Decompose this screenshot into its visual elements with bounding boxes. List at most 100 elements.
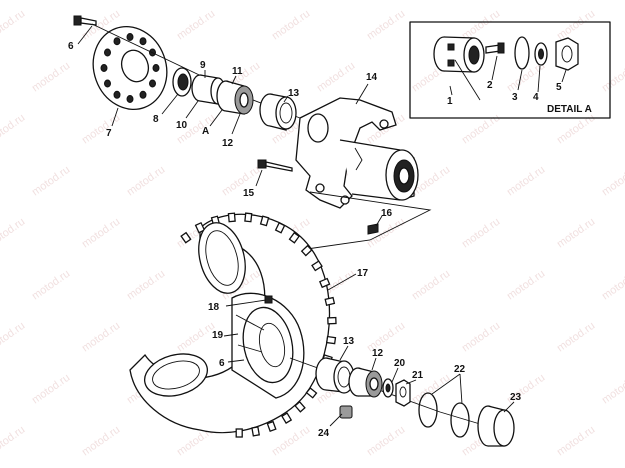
tread-block	[274, 222, 286, 234]
tread-block	[300, 244, 313, 257]
watermark-text: motod.ru	[0, 112, 27, 147]
detail-part-4	[534, 42, 548, 66]
callout-6-bottom: 6	[219, 358, 225, 369]
detail-a-label: DETAIL A	[547, 104, 592, 115]
tread-block	[305, 387, 318, 399]
watermark-text: motod.ru	[30, 372, 72, 407]
race-part-13-top	[259, 93, 297, 131]
watermark-text: motod.ru	[600, 268, 625, 303]
callout-9: 9	[200, 60, 206, 71]
watermark-text: motod.ru	[30, 268, 72, 303]
watermark-text: motod.ru	[505, 164, 547, 199]
watermark-text: motod.ru	[125, 268, 167, 303]
bearing-part-12-bottom	[348, 367, 383, 398]
tread-block	[235, 428, 243, 438]
disc-hole	[113, 90, 121, 99]
tread-block	[324, 296, 336, 307]
watermark-text: motod.ru	[80, 112, 122, 147]
watermark-text: motod.ru	[555, 112, 597, 147]
watermark-text: motod.ru	[600, 372, 625, 407]
fitting-part-16	[367, 223, 379, 235]
leader-lines	[77, 25, 567, 427]
watermark-text: motod.ru	[505, 268, 547, 303]
callout-12-top: 12	[222, 138, 234, 149]
disc-hole	[152, 64, 160, 72]
tread-block	[294, 400, 306, 413]
callout-18: 18	[208, 302, 220, 313]
tread-block	[194, 221, 206, 234]
tread-block	[244, 212, 253, 223]
detail-part-3	[514, 36, 530, 70]
tread-block	[311, 260, 323, 272]
disc-hole	[100, 64, 108, 72]
callout-23: 23	[510, 392, 522, 403]
callout-6-top: 6	[68, 41, 74, 52]
tread-block	[251, 426, 261, 437]
watermark-text: motod.ru	[600, 164, 625, 199]
callout-8: 8	[153, 114, 159, 125]
hub-part-14	[295, 97, 419, 209]
disc-hole	[149, 79, 156, 88]
watermark-text: motod.ru	[175, 8, 217, 43]
disc-hole	[139, 37, 147, 46]
disc-hole	[139, 90, 147, 99]
watermark-text: motod.ru	[555, 320, 597, 355]
watermark-text: motod.ru	[365, 424, 407, 459]
watermark-text: motod.ru	[0, 320, 27, 355]
callout-15: 15	[243, 188, 255, 199]
detail-part-2	[485, 42, 505, 54]
watermark-text: motod.ru	[600, 60, 625, 95]
watermark-text: motod.ru	[175, 320, 217, 355]
callout-14: 14	[366, 72, 378, 83]
disc-hole	[113, 37, 121, 46]
callout-10: 10	[176, 120, 188, 131]
callout-5: 5	[556, 82, 562, 93]
cap-part-23	[477, 405, 515, 447]
callout-labels: 1 2 3 4 5 6 7 8 9 10 11 A 12 13 14 15 16…	[68, 41, 592, 439]
callout-20: 20	[394, 358, 406, 369]
callout-17: 17	[357, 268, 369, 279]
watermark-text: motod.ru	[555, 8, 597, 43]
tread-block	[327, 316, 337, 325]
callout-19: 19	[212, 330, 224, 341]
tread-block	[325, 335, 337, 345]
tread-block	[266, 420, 277, 433]
disc-hole	[104, 79, 111, 88]
brake-disc-part-7	[92, 26, 168, 110]
tread-block	[281, 412, 293, 424]
watermark-text: motod.ru	[80, 216, 122, 251]
watermark-text: motod.ru	[460, 112, 502, 147]
callout-11: 11	[232, 66, 243, 77]
callout-16: 16	[381, 208, 393, 219]
tread-block	[259, 215, 270, 227]
nut-part-21	[395, 379, 411, 407]
watermark-text: motod.ru	[125, 164, 167, 199]
tread-block	[227, 212, 236, 223]
watermark-text: motod.ru	[0, 424, 27, 459]
tread-block	[288, 231, 300, 244]
watermark-text: motod.ru	[0, 8, 27, 43]
watermark-text: motod.ru	[315, 60, 357, 95]
callout-7: 7	[106, 128, 112, 139]
disc-hole	[126, 33, 134, 41]
callout-1: 1	[447, 96, 453, 107]
watermark-text: motod.ru	[80, 320, 122, 355]
watermark-text: motod.ru	[80, 424, 122, 459]
rim-part-19	[231, 292, 305, 399]
watermark-text: motod.ru	[0, 216, 27, 251]
watermark-text: motod.ru	[30, 164, 72, 199]
callout-2: 2	[487, 80, 493, 91]
detail-part-1	[433, 36, 485, 73]
bearing-part-12-top	[216, 80, 254, 115]
disc-hole	[126, 95, 134, 103]
watermark-text: motod.ru	[220, 164, 262, 199]
callout-13-bottom: 13	[343, 336, 355, 347]
callout-A: A	[202, 126, 209, 137]
race-part-13-bottom	[315, 357, 355, 394]
bolt-part-6-top	[73, 15, 97, 26]
stud-part-15	[257, 159, 293, 172]
seal-part-8	[172, 67, 192, 97]
detail-a-box	[409, 21, 611, 119]
